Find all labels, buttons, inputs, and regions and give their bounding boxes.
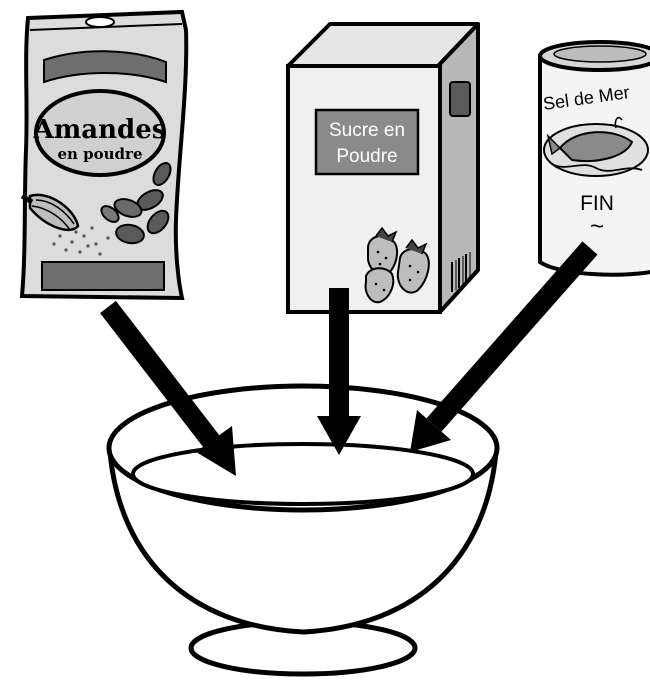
almond-bag-subtitle: en poudre <box>57 145 142 163</box>
sugar-box-label-line2: Poudre <box>336 146 397 167</box>
salt-can-grade: FIN <box>580 192 614 215</box>
powdered-sugar-box: Sucre en Poudre <box>288 24 478 312</box>
salt-can-grade-mark: ~ <box>590 213 604 240</box>
sugar-box-label-line1: Sucre en <box>329 120 405 141</box>
almond-powder-bag: Amandes en poudre <box>22 12 186 298</box>
almond-bag-title: Amandes <box>33 115 167 145</box>
sea-salt-can: Sel de Mer FIN ~ <box>540 42 650 275</box>
